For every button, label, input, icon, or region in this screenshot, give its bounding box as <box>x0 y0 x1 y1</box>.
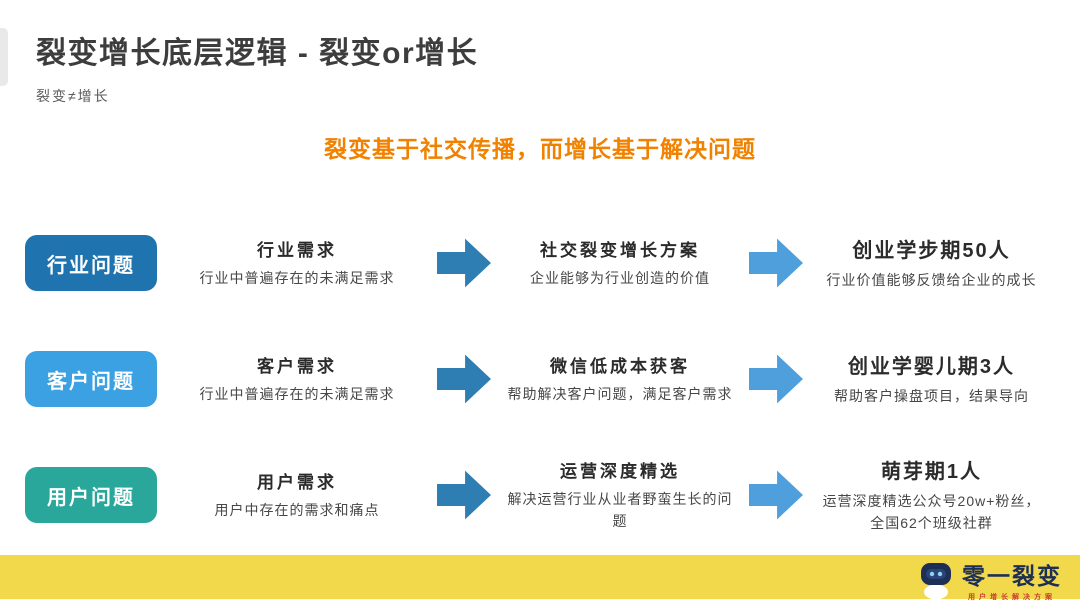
title-accent-bar <box>0 28 8 86</box>
robot-icon <box>921 562 951 600</box>
flow-row-industry: 行业问题 行业需求 行业中普遍存在的未满足需求 社交裂变增长方案 企业能够为行业… <box>25 220 1060 306</box>
stage-heading: 社交裂变增长方案 <box>540 241 700 261</box>
stage-user-result: 萌芽期1人 运营深度精选公众号20w+粉丝，全国62个班级社群 <box>803 455 1060 534</box>
row-label-user: 用户问题 <box>25 467 157 523</box>
stage-user-solution: 运营深度精选 解决运营行业从业者野蛮生长的问题 <box>491 457 749 532</box>
flow-row-user: 用户问题 用户需求 用户中存在的需求和痛点 运营深度精选 解决运营行业从业者野蛮… <box>25 452 1060 538</box>
stage-heading: 萌芽期1人 <box>880 461 983 484</box>
arrow-right-icon <box>437 238 491 288</box>
footer-bar: 零一裂变 用户增长解决方案 <box>0 555 1080 602</box>
stage-heading: 用户需求 <box>257 473 337 493</box>
stage-heading: 微信低成本获客 <box>550 357 690 377</box>
stage-user-need: 用户需求 用户中存在的需求和痛点 <box>157 468 437 522</box>
arrow-right-icon <box>749 238 803 288</box>
stage-industry-result: 创业学步期50人 行业价值能够反馈给企业的成长 <box>803 234 1060 292</box>
arrow-right-icon <box>437 354 491 404</box>
flow-row-customer: 客户问题 客户需求 行业中普遍存在的未满足需求 微信低成本获客 帮助解决客户问题… <box>25 336 1060 422</box>
arrow-right-icon <box>749 354 803 404</box>
stage-heading: 客户需求 <box>257 357 337 377</box>
stage-industry-need: 行业需求 行业中普遍存在的未满足需求 <box>157 236 437 290</box>
arrow-right-icon <box>749 470 803 520</box>
page-title: 裂变增长底层逻辑 - 裂变or增长 <box>36 37 479 70</box>
flow-diagram: 行业问题 行业需求 行业中普遍存在的未满足需求 社交裂变增长方案 企业能够为行业… <box>0 220 1080 538</box>
key-message: 裂变基于社交传播，而增长基于解决问题 <box>324 136 756 162</box>
arrow-right-icon <box>437 470 491 520</box>
stage-desc: 运营深度精选公众号20w+粉丝，全国62个班级社群 <box>822 493 1041 531</box>
stage-desc: 行业价值能够反馈给企业的成长 <box>826 272 1037 289</box>
page-subtitle: 裂变≠增长 <box>36 88 110 104</box>
stage-industry-solution: 社交裂变增长方案 企业能够为行业创造的价值 <box>491 236 749 290</box>
stage-desc: 用户中存在的需求和痛点 <box>214 502 380 519</box>
slide-header: 裂变增长底层逻辑 - 裂变or增长 裂变≠增长 <box>0 0 1080 106</box>
stage-desc: 行业中普遍存在的未满足需求 <box>199 270 395 287</box>
stage-customer-result: 创业学婴儿期3人 帮助客户操盘项目，结果导向 <box>803 350 1060 408</box>
row-label-industry: 行业问题 <box>25 235 157 291</box>
stage-desc: 企业能够为行业创造的价值 <box>530 270 710 287</box>
stage-desc: 帮助客户操盘项目，结果导向 <box>834 388 1029 405</box>
stage-heading: 创业学婴儿期3人 <box>847 356 1016 379</box>
stage-desc: 帮助解决客户问题，满足客户需求 <box>507 386 733 403</box>
stage-customer-need: 客户需求 行业中普遍存在的未满足需求 <box>157 352 437 406</box>
stage-heading: 创业学步期50人 <box>852 240 1011 263</box>
logo-name: 零一裂变 <box>962 563 1062 589</box>
stage-heading: 行业需求 <box>257 241 337 261</box>
brand-logo: 零一裂变 用户增长解决方案 <box>918 557 1062 602</box>
stage-customer-solution: 微信低成本获客 帮助解决客户问题，满足客户需求 <box>491 352 749 406</box>
logo-tagline: 用户增长解决方案 <box>968 594 1056 601</box>
row-label-customer: 客户问题 <box>25 351 157 407</box>
logo-text-block: 零一裂变 用户增长解决方案 <box>962 557 1062 602</box>
stage-desc: 解决运营行业从业者野蛮生长的问题 <box>507 491 733 529</box>
stage-heading: 运营深度精选 <box>560 462 680 482</box>
stage-desc: 行业中普遍存在的未满足需求 <box>199 386 395 403</box>
